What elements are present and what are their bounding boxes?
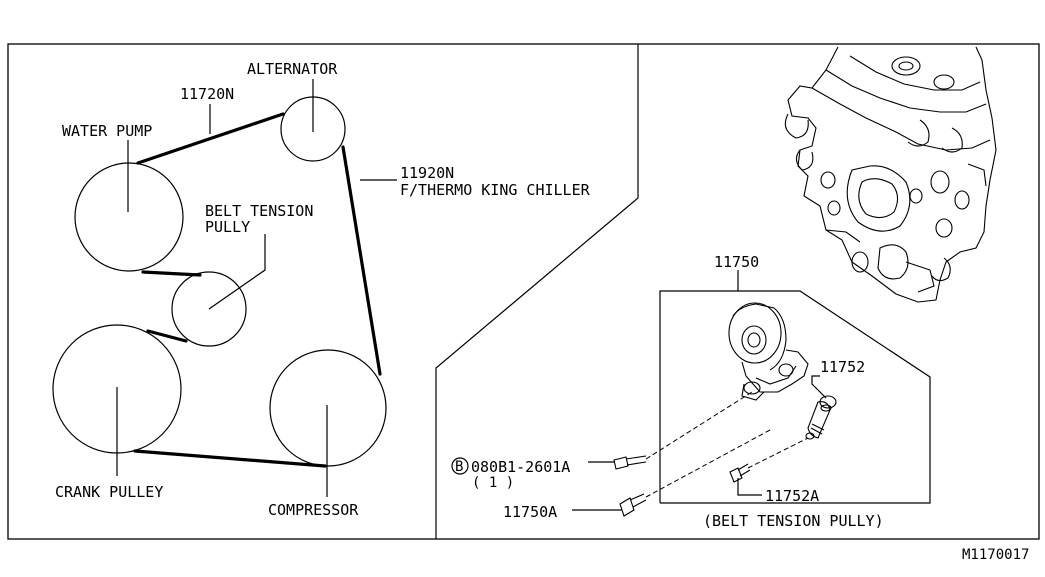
- water-pump-pulley: [74, 162, 184, 272]
- belt-routing-diagram: ALTERNATOR 11720N WATER PUMP 11920N F/TH…: [52, 60, 591, 519]
- leader-belt-tension: [208, 234, 266, 310]
- diagram-frame: [7, 43, 1040, 540]
- belt-segment-tensioner-crank: [146, 329, 188, 343]
- label-thermo-king: F/THERMO KING CHILLER: [400, 181, 591, 199]
- belt-11920n: [341, 145, 382, 376]
- label-11750: 11750: [714, 253, 759, 271]
- belt-11720n: [136, 112, 285, 165]
- label-bolt-qty: ( 1 ): [472, 475, 514, 491]
- compressor-pulley: [269, 349, 387, 467]
- label-11720n: 11720N: [180, 85, 234, 103]
- belt-segment-crank-compressor: [133, 449, 327, 468]
- leader-11752: [811, 375, 827, 399]
- label-bolt-080b1: 080B1-2601A: [471, 458, 570, 476]
- belt-segment-wp-tensioner: [141, 270, 202, 277]
- belt-tensioner-assembly: [613, 302, 837, 517]
- callout-frame-tensioner: [659, 290, 931, 504]
- label-compressor: COMPRESSOR: [268, 501, 359, 519]
- caption-belt-tension-pully: (BELT TENSION PULLY): [703, 512, 884, 530]
- belt-tension-pulley: [171, 271, 247, 347]
- label-crank-pulley: CRANK PULLEY: [55, 483, 163, 501]
- dashed-line-bolt-2: [645, 429, 771, 498]
- figure-id: M1170017: [962, 547, 1029, 563]
- label-alternator: ALTERNATOR: [247, 60, 338, 78]
- label-pully: PULLY: [205, 218, 250, 236]
- label-belt-tension: BELT TENSION: [205, 202, 313, 220]
- panel-divider-left: [435, 44, 639, 539]
- leader-11752a: [737, 478, 762, 496]
- label-11752a: 11752A: [765, 487, 819, 505]
- dashed-line-bolt-1: [645, 391, 753, 460]
- label-11920n: 11920N: [400, 164, 454, 182]
- label-water-pump: WATER PUMP: [62, 122, 152, 140]
- engine-block-illustration: [784, 46, 997, 303]
- bolt-b-symbol: [451, 457, 469, 475]
- label-11752: 11752: [820, 358, 865, 376]
- bolt-b-letter: B: [455, 459, 463, 475]
- label-11750a: 11750A: [503, 503, 557, 521]
- dashed-line-bolt-3: [747, 437, 809, 469]
